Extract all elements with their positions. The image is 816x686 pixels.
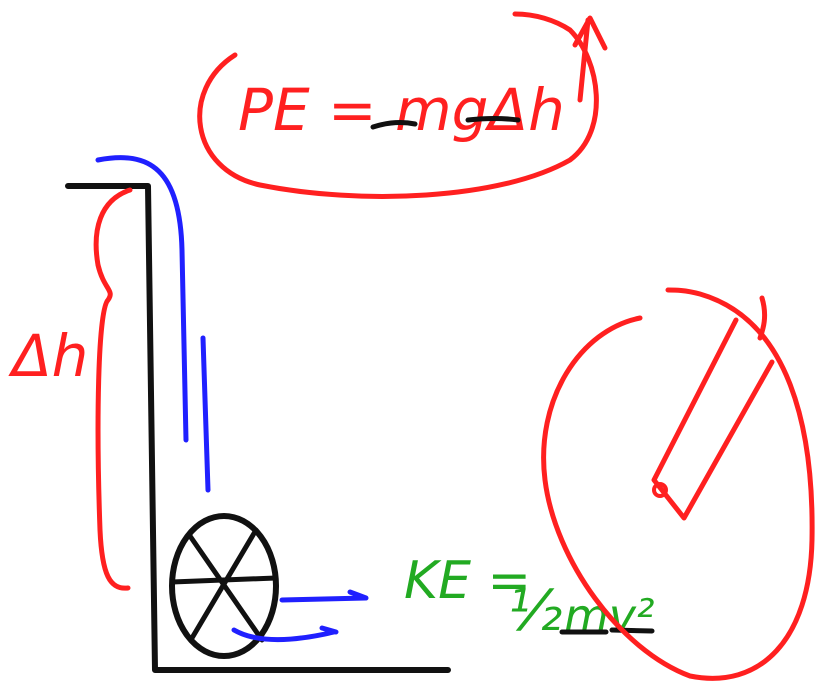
water-wheel (169, 513, 279, 659)
wheel-rim (169, 513, 279, 659)
tower-structure (65, 183, 451, 673)
pe-underline-m (370, 120, 418, 130)
pe-formula-text: PE = mgΔh (238, 76, 565, 144)
ke-formula-fraction: ½ (508, 579, 562, 644)
wheel-spoke-d2 (189, 527, 259, 641)
ke-underline-v (609, 627, 655, 634)
wheel-spoke-d1 (187, 533, 265, 643)
ke-formula: KE = ½ mv² (404, 551, 655, 644)
water-flow-left (95, 155, 189, 443)
pivot (652, 482, 668, 498)
pe-enclosure-loop (197, 11, 599, 199)
rod (651, 295, 775, 521)
circle-sketch (541, 287, 815, 681)
outflow-arrow-bottom (231, 625, 339, 643)
height-label: Δh (8, 322, 88, 390)
outflow-arrow-top (279, 589, 369, 603)
pe-formula: PE = mgΔh (238, 76, 565, 144)
water-flow-right (200, 335, 211, 493)
tower-outline (65, 183, 451, 673)
ke-formula-prefix: KE = (404, 551, 531, 611)
big-loop (541, 287, 815, 681)
height-brace (93, 187, 133, 591)
pe-underline-dh (465, 116, 521, 123)
up-arrow-icon (572, 15, 608, 103)
